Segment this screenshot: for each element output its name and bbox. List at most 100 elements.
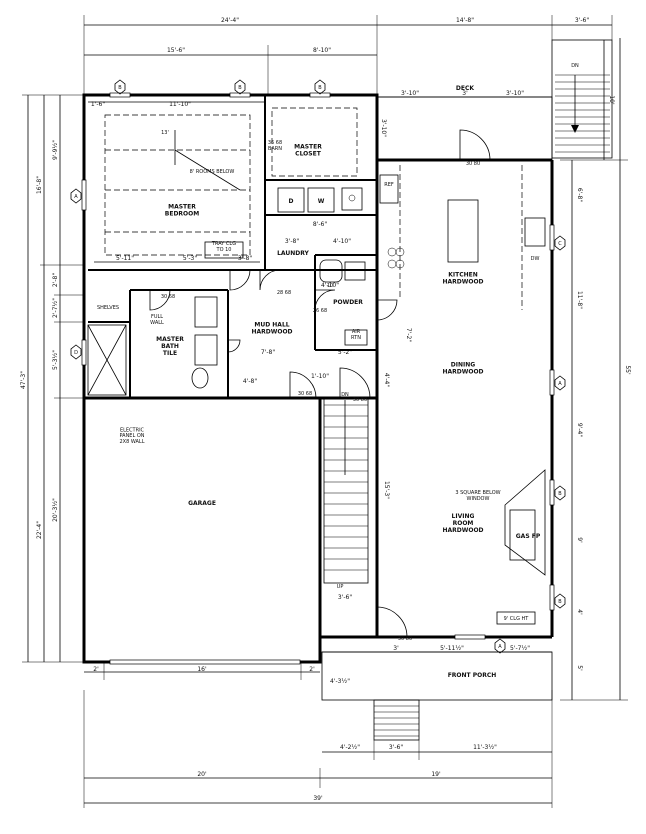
dim-porch-a: 4'-2½": [340, 744, 360, 751]
porch-stair-treads: [374, 705, 419, 737]
note-mb-side: 13': [161, 130, 169, 136]
dim-right-d: 9': [576, 537, 583, 543]
tag-c-1: C: [558, 241, 562, 247]
kitchen-fixtures: [379, 165, 546, 310]
note-gas-fp: GAS FP: [516, 533, 541, 540]
tag-a-3: A: [498, 644, 502, 650]
dim-porch-top-b: 5'-11½": [440, 645, 464, 652]
dim-bottom-a: 20': [197, 771, 207, 778]
exterior-stair: [555, 74, 610, 153]
stair-treads: [324, 404, 368, 571]
dim-bottom-total: 39': [313, 795, 323, 802]
label-front-porch: FRONT PORCH: [448, 672, 497, 679]
note-dryer: D: [289, 198, 294, 205]
dim-left-c: 2'-7½": [52, 298, 59, 318]
note-ceiling: 8' ROOMS BELOW: [190, 169, 235, 175]
dim-garage-right: 2': [309, 666, 315, 673]
dim-deck-2: 3': [462, 90, 468, 97]
fireplace: [504, 469, 546, 576]
note-dw: DW: [531, 256, 540, 262]
note-door-3080-deck: 30 80: [466, 161, 480, 167]
label-shelves: SHELVES: [97, 305, 119, 311]
label-garage: GARAGE: [188, 500, 216, 507]
tag-b-5: B: [558, 599, 562, 605]
note-clg-ht: 9' CLG HT: [504, 616, 530, 622]
window-tags: B B B A D C A B B A: [70, 79, 566, 654]
dim-laundry-w: 8'-6": [313, 221, 327, 228]
note-door-3068-mud: 30 68: [298, 391, 312, 397]
dim-mb-b2: 5'-3": [183, 255, 197, 262]
dim-mb-b3: 3'-8": [238, 255, 252, 262]
dim-right-top: 10': [608, 95, 615, 105]
exterior-stair-treads: [555, 74, 610, 153]
dim-hall: 4'-4": [383, 373, 390, 387]
dim-left-total: 47'-3": [20, 371, 27, 389]
dim-deck-3: 3'-10": [506, 90, 524, 97]
dim-right-e: 4': [576, 609, 583, 615]
dim-bath-bottom: 4'-8": [243, 378, 257, 385]
tag-b-3: B: [318, 85, 322, 91]
tag-b-4: B: [558, 491, 562, 497]
note-door-3080-stair: 30 80: [353, 397, 367, 403]
tag-b-2: B: [238, 85, 242, 91]
dim-second-mid: 8'-10": [313, 47, 331, 54]
dim-mb-w1: 1'-6": [91, 101, 105, 108]
porch-stair: [374, 705, 419, 737]
dim-deck-1: 3'-10": [401, 90, 419, 97]
label-laundry: LAUNDRY: [277, 250, 309, 257]
dim-top-right: 3'-6": [575, 17, 589, 24]
dim-garage-mid: 16': [197, 666, 207, 673]
note-washer: W: [318, 198, 325, 205]
dim-left-b: 5'-3½": [52, 350, 59, 370]
dim-laundry-a: 3'-8": [285, 238, 299, 245]
dim-second-left: 15'-6": [167, 47, 185, 54]
note-door-3080-front: 30 80: [398, 636, 412, 642]
dim-garage-left: 2': [93, 666, 99, 673]
laundry-appliances: [277, 187, 363, 213]
dim-porch-top-a: 3': [393, 645, 399, 652]
label-deck: DECK: [456, 85, 474, 92]
master-closet-shelves: [271, 107, 358, 177]
powder-fixtures: [319, 259, 368, 346]
dim-right-b: 11'-8": [576, 291, 583, 309]
note-up: UP: [337, 584, 344, 590]
master-bedroom-ceiling: [104, 114, 251, 256]
interior-stair: [323, 397, 369, 584]
dim-left-d: 2'-8": [52, 273, 59, 287]
dim-mudhall-w: 7'-8": [261, 349, 275, 356]
dim-powder-w: 4'-10": [321, 282, 339, 289]
dim-mudhall-b: 5'-2": [338, 349, 352, 356]
walls: [82, 39, 613, 741]
tag-b-1: B: [118, 85, 122, 91]
dim-porch-top-c: 5'-7½": [510, 645, 530, 652]
dim-top-mid: 14'-8": [456, 17, 474, 24]
note-dn-stair: DN: [341, 392, 349, 398]
note-ten: 10: [327, 283, 333, 289]
tag-d-1: D: [74, 350, 78, 356]
dim-left-a: 9'-9½": [52, 140, 59, 160]
note-door-2668: 26 68: [313, 308, 327, 314]
dim-right-f: 5': [576, 665, 583, 671]
dim-left-mb: 16'-8": [36, 176, 43, 194]
dimension-lines: 24'-4" 14'-8" 3'-6" 15'-6" 8'-10" 3'-10"…: [20, 15, 631, 808]
dim-porch-b: 3'-6": [389, 744, 403, 751]
note-ref: REF: [384, 182, 394, 188]
dim-top-left: 24'-4": [221, 17, 239, 24]
dim-mb-w2: 11'-10": [169, 101, 191, 108]
dim-right-total: 55': [624, 365, 631, 375]
dim-bottom-b: 19': [431, 771, 441, 778]
dim-stair-run: 15'-3": [383, 481, 390, 499]
dim-right-a: 6'-8": [576, 188, 583, 202]
